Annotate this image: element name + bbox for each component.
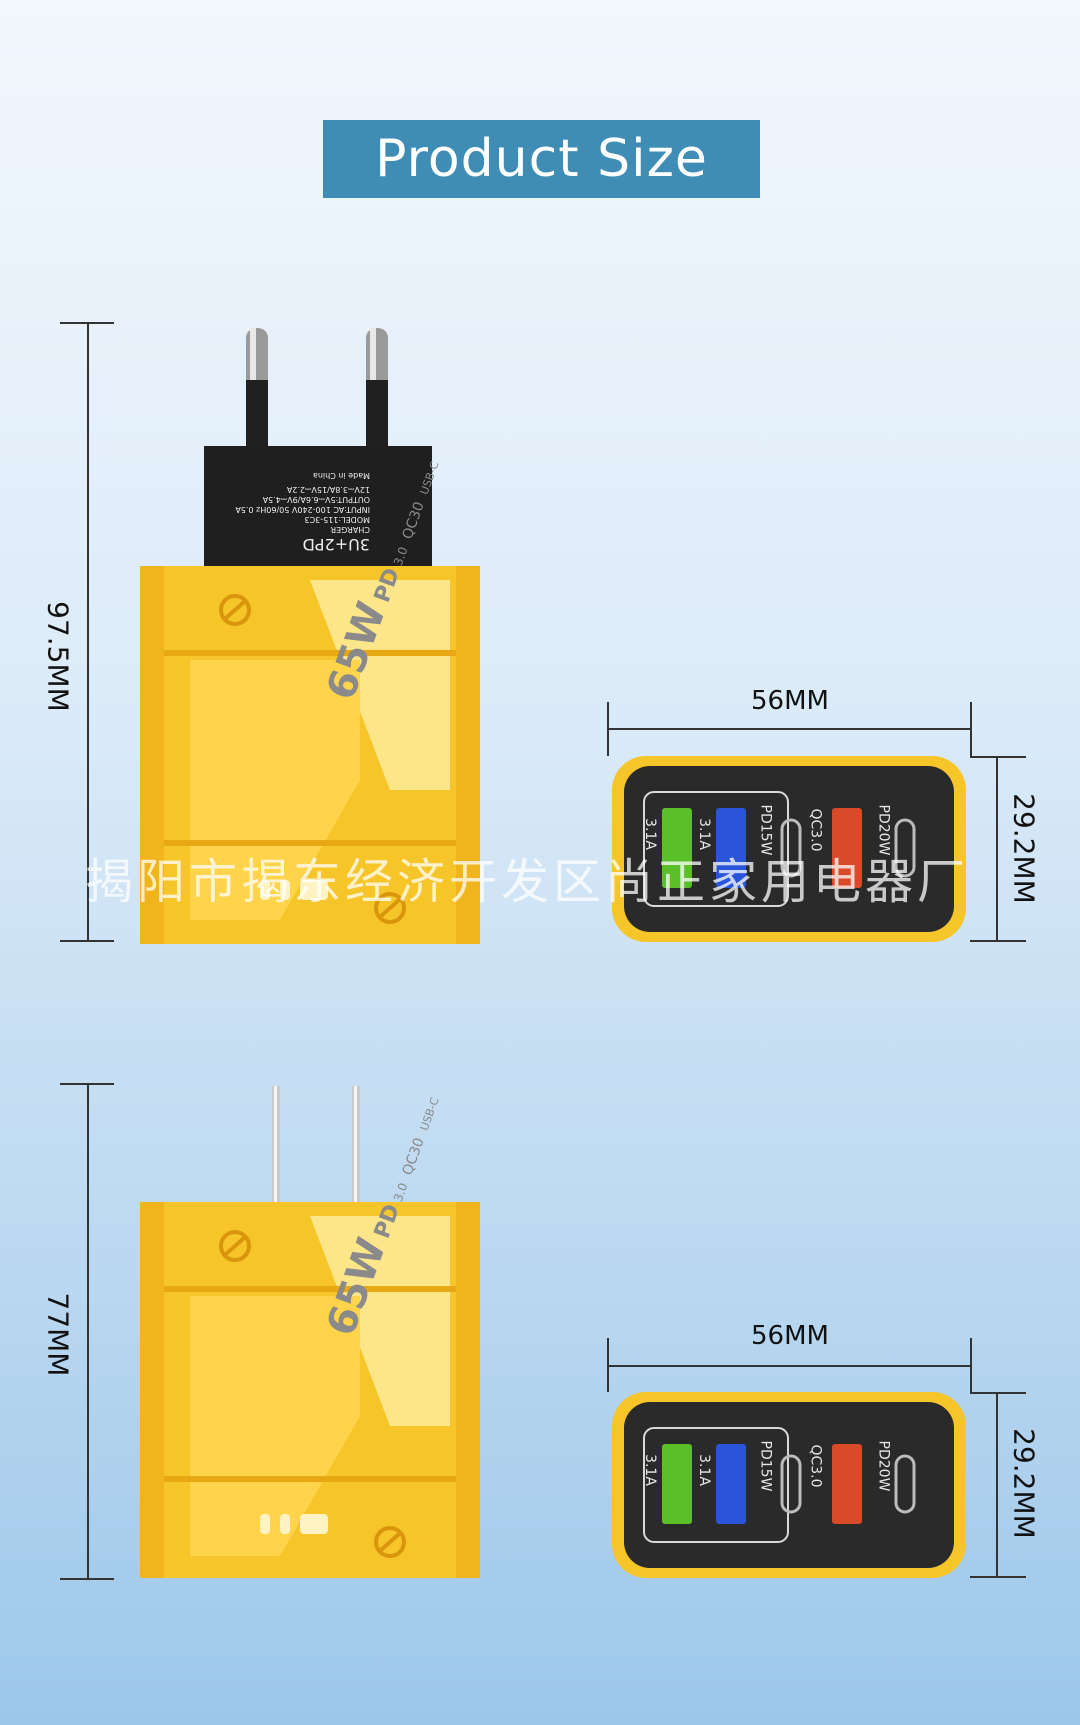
badge-pd: PD — [369, 564, 406, 606]
badge-pd-version: 3.0 — [390, 1180, 411, 1204]
plug-text-line: CHARGER — [330, 525, 370, 534]
us-height-label: 77MM — [41, 1292, 75, 1377]
port-label: QC3.0 — [807, 1444, 824, 1488]
depth-tick-top — [970, 1392, 1026, 1394]
dim-tick-bottom — [60, 940, 114, 942]
depth-tick-bottom — [970, 940, 1026, 942]
eu-charger-image — [140, 328, 480, 944]
width-tick-right — [970, 702, 972, 756]
plug-text-line: OUTPUT:5V⎓6.6A/9V⎓4.5A — [262, 495, 370, 504]
depth-dimension-line — [996, 756, 998, 940]
plug-model-text: 3U+2PD — [302, 535, 370, 554]
plug-text-line: Made in China — [312, 471, 370, 480]
height-dimension-line — [87, 1083, 89, 1578]
bottom-width-label: 56MM — [751, 1321, 829, 1351]
top-depth-label: 29.2MM — [1007, 793, 1041, 904]
page-title: Product Size — [323, 120, 760, 198]
watermark: 揭阳市揭东经济开发区尚正家用电器厂 — [85, 854, 970, 910]
width-dimension-line — [607, 1365, 971, 1367]
top-width-label: 56MM — [751, 686, 829, 716]
eu-height-label: 97.5MM — [41, 601, 75, 712]
bottom-depth-label: 29.2MM — [1007, 1428, 1041, 1539]
us-charger-image — [140, 1086, 480, 1578]
badge-pd-version: 3.0 — [390, 544, 411, 568]
badge-pd: PD — [369, 1200, 406, 1242]
badge-usbc: USB-C — [417, 1095, 442, 1133]
eu-plug-text: 3U+2PD CHARGER MODEL:115-3C3 INPUT:AC 10… — [230, 470, 370, 554]
width-tick-right — [970, 1338, 972, 1392]
plug-text-line: 12V⎓3.8A/15V⎓2.2A — [286, 485, 370, 494]
badge-usbc: USB-C — [417, 459, 442, 497]
plug-text-line: INPUT:AC 100-240V 50/60Hz 0.5A — [235, 505, 370, 514]
port-label: 3.1A — [695, 1454, 712, 1486]
width-dimension-line — [607, 728, 971, 730]
bottom-port-labels: 3.1A 3.1A PD15W QC3.0 PD20W — [612, 1392, 966, 1578]
port-label: PD20W — [875, 1440, 892, 1492]
front-view-bottom-image — [612, 1392, 966, 1578]
plug-text-line: MODEL:115-3C3 — [304, 515, 371, 524]
height-dimension-line — [87, 322, 89, 940]
dim-tick-bottom — [60, 1578, 114, 1580]
depth-dimension-line — [996, 1392, 998, 1576]
front-view-top-image — [612, 756, 966, 942]
port-label: 3.1A — [641, 1454, 658, 1486]
port-label: PD15W — [757, 1440, 774, 1492]
depth-tick-bottom — [970, 1576, 1026, 1578]
depth-tick-top — [970, 756, 1026, 758]
